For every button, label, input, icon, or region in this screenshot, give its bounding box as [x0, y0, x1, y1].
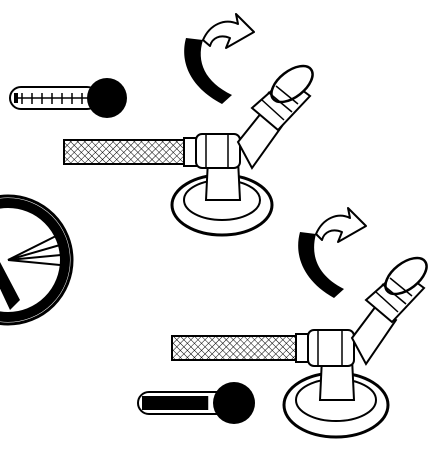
thermometer-icon	[9, 78, 127, 118]
rotate-arrow-icon	[298, 207, 367, 298]
hot-thermometer-icon	[137, 382, 255, 424]
hot-water-tap-icon	[170, 64, 314, 237]
hose-icon	[63, 137, 199, 167]
rotate-arrow-icon	[184, 13, 255, 104]
hose-icon	[171, 333, 311, 363]
steering-wheel-icon	[0, 194, 74, 326]
hot-water-tap-icon	[282, 256, 428, 439]
